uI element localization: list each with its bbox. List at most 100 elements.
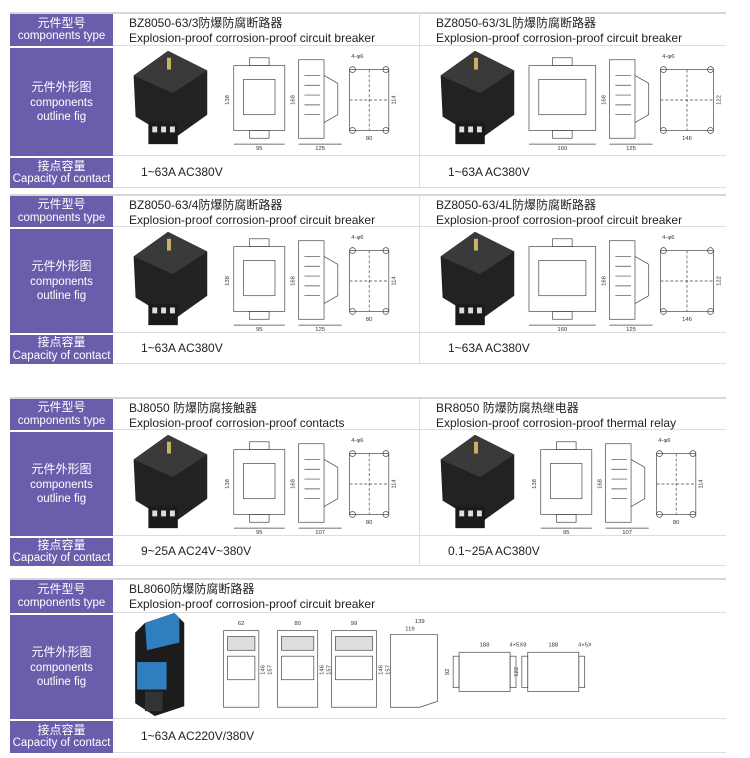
dimension-label: 168 [602,94,608,105]
product-photo [440,50,515,145]
dimension-label: 4×5X8 [509,642,527,648]
label-cn: 元件型号 [37,400,86,415]
front-view-drawing [540,441,593,529]
label-en: components type [17,596,106,609]
label-cn: 元件外形图 [31,644,92,659]
product-cell: 1~63A AC380V [113,156,420,187]
product-description: Explosion-proof corrosion-proof circuit … [436,213,683,227]
column-divider [419,14,420,45]
contact-capacity: 9~25A AC24V~380V [141,543,252,558]
product-photo [440,231,515,326]
dimension-label: 168 [291,94,297,105]
product-cell: 0.1~25A AC380V [420,536,727,565]
dimension-label: 114 [392,95,398,105]
dimension-label: 122 [716,276,722,286]
product-photo [133,434,208,529]
dimension-label: 168 [598,478,604,489]
mounting-view-drawing [349,66,390,134]
dimension-label: 4-φ6 [351,438,364,444]
dimension-label: 146 [379,664,385,675]
front-view-drawing [233,441,286,529]
label-en: components [30,661,93,674]
dimension-label: 125 [626,327,637,333]
dimension-label: 160 [557,327,568,333]
dimension-label: 114 [392,276,398,286]
side-view-drawing [609,240,653,326]
dimension-label: 80 [366,317,373,323]
product-cell: 9~25A AC24V~380V [113,536,420,565]
column-divider [419,399,420,429]
label-en: outline fig [36,675,87,688]
contact-capacity: 1~63A AC380V [141,341,223,355]
product-description: Explosion-proof corrosion-proof circuit … [129,31,376,45]
dimension-label: 146 [682,136,693,142]
dimension-label: 119 [405,627,414,633]
side-view-drawing [605,443,649,529]
label-en: Capacity of contact [12,349,111,362]
mounting-view-drawing [660,247,714,315]
dimension-label: 139 [415,619,425,625]
product-model: BJ8050 防爆防腐接触器 [129,401,258,415]
label-cn: 元件外形图 [31,79,92,94]
dimension-label: 146 [682,317,693,323]
dimension-label: 4-φ6 [351,235,364,241]
label-cn: 元件外形图 [31,258,92,273]
capacity-row: 1~63A AC220V/380V [113,719,726,753]
dimension-label: 92 [445,669,451,676]
product-photo [133,50,208,145]
dimension-label: 168 [291,478,297,489]
label-cn: 接点容量 [37,158,86,173]
label-en: Capacity of contact [12,737,111,750]
dimension-label: 122 [514,667,520,677]
label-en: outline fig [36,492,87,505]
dimension-label: 4×5X8 [578,642,591,648]
dimension-label: 157 [268,665,274,675]
side-view-drawing [298,59,342,145]
dimension-label: 107 [315,530,325,536]
front-view-drawing [331,630,377,708]
column-divider [419,333,420,363]
dimension-label: 80 [673,520,680,526]
product-model: BZ8050-63/3防爆防腐断路器 [129,16,283,30]
label-en: Capacity of contact [12,552,111,565]
dimension-label: 146 [320,664,326,675]
label-en: components type [17,30,106,43]
product-photo [133,231,208,326]
dimension-label: 122 [716,95,722,105]
side-view-drawing [390,634,438,708]
front-view-drawing [233,57,286,145]
dimension-label: 138 [225,275,231,286]
dimension-label: 4-φ6 [351,54,364,60]
dimension-label: 62 [238,621,245,627]
label-en: outline fig [36,289,87,302]
product-description: Explosion-proof corrosion-proof contacts [129,416,345,430]
dimension-label: 125 [315,327,326,333]
mounting-view-drawing [656,450,697,518]
column-divider [419,196,420,226]
dimension-label: 4-φ6 [658,438,671,444]
product-photo [440,434,515,529]
